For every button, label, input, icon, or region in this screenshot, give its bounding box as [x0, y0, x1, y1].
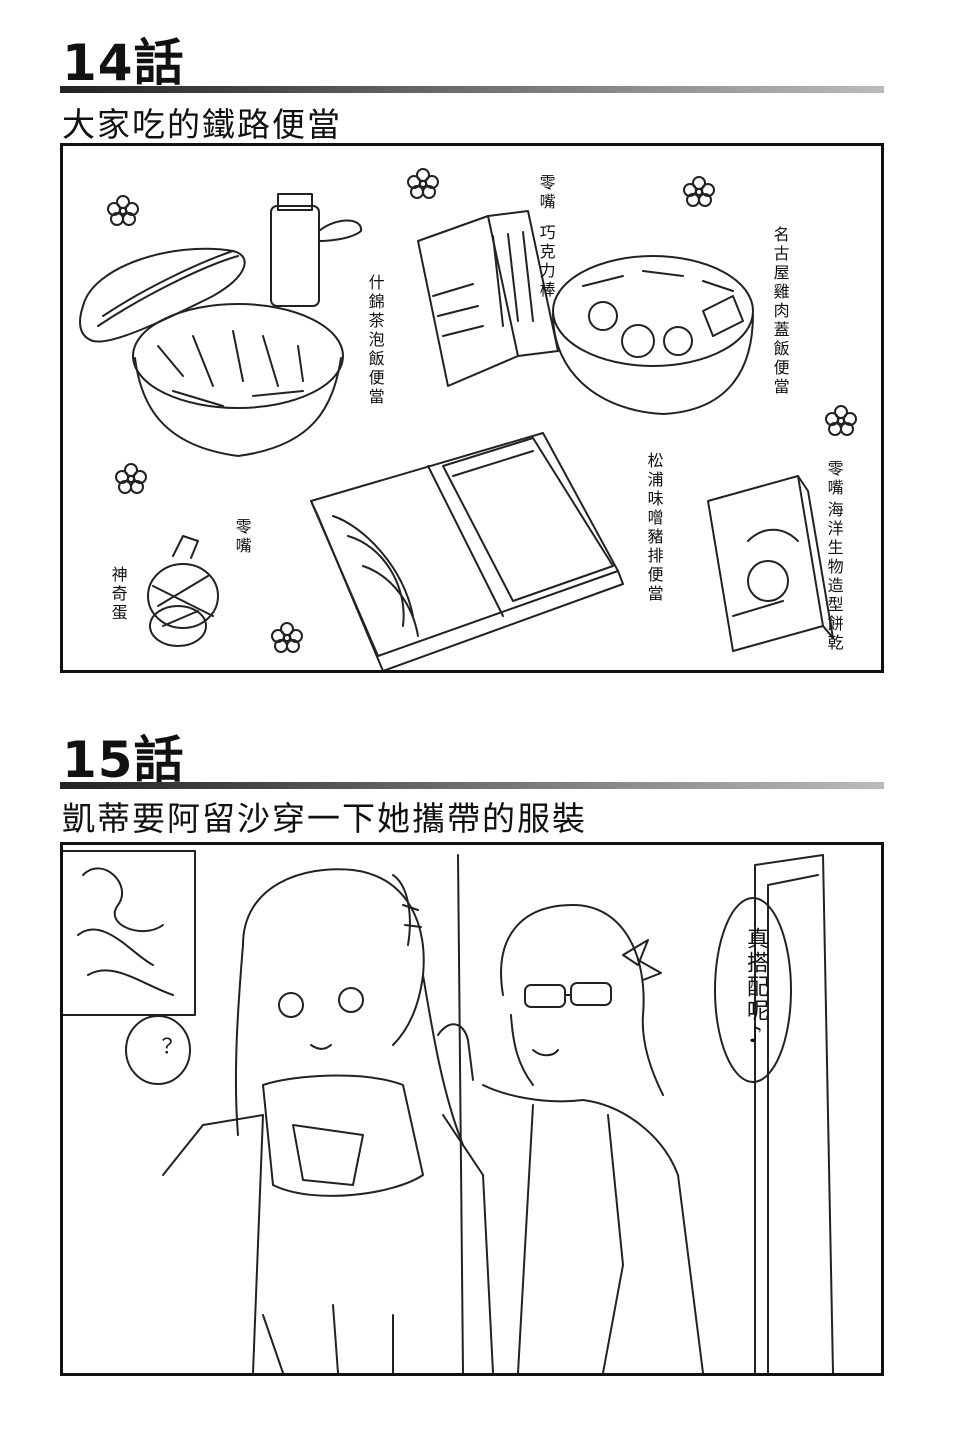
tea-rice-bento-drawing: [79, 193, 363, 457]
girl-left-drawing: [162, 868, 494, 1373]
magic-egg-drawing: [147, 535, 219, 647]
matsuura-bento-drawing: [310, 432, 624, 670]
label-pocky: 巧克力棒: [536, 224, 556, 300]
label-snack-2: 零嘴: [824, 460, 844, 498]
label-tea-rice-bento: 什錦茶泡飯便當: [365, 274, 385, 407]
nagoya-chicken-bento-drawing: [552, 255, 754, 415]
episode-15-number: 15話: [62, 731, 185, 789]
characters-illustration: [63, 850, 834, 1373]
flower-icon: [825, 405, 857, 436]
label-matsuura-bento: 松浦味噌豬排便當: [644, 452, 664, 604]
episode-14-title: 大家吃的鐵路便當: [62, 105, 342, 144]
flower-icon: [271, 622, 303, 653]
question-bubble-text: ？: [149, 1037, 173, 1059]
bento-illustration: [79, 168, 857, 670]
episode-15-rule: [60, 782, 884, 789]
episode-14-panel: 什錦茶泡飯便當 零嘴 巧克力棒 名古屋雞肉蓋飯便當 松浦味噌豬排便當 零嘴 海洋…: [60, 143, 884, 673]
sea-biscuit-box-drawing: [707, 475, 834, 652]
episode-15-title: 凱蒂要阿留沙穿一下她攜帶的服裝: [62, 799, 587, 838]
label-sea-biscuit: 海洋生物造型餅乾: [824, 501, 844, 653]
flower-icon: [107, 195, 139, 226]
flower-icon: [683, 176, 715, 207]
label-snack-1: 零嘴: [536, 174, 556, 212]
flower-icon: [407, 168, 439, 199]
label-magic-egg: 神奇蛋: [108, 566, 128, 623]
flower-icon: [115, 463, 147, 494]
episode-15-panel: ？ 真搭配呢♪: [60, 842, 884, 1376]
speech-bubble-shape: [714, 897, 792, 1083]
question-bubble-shape: [125, 1015, 191, 1085]
episode-14-rule: [60, 86, 884, 93]
door-frame-drawing: [457, 854, 834, 1373]
label-nagoya-bento: 名古屋雞肉蓋飯便當: [770, 226, 790, 397]
girl-right-drawing: [437, 904, 704, 1373]
episode-14-number: 14話: [62, 34, 185, 92]
speech-bubble-text: 真搭配呢♪: [743, 927, 768, 1050]
window-frame-drawing: [63, 850, 196, 1016]
label-snack-3: 零嘴: [232, 518, 252, 556]
pocky-box-drawing: [417, 210, 559, 387]
